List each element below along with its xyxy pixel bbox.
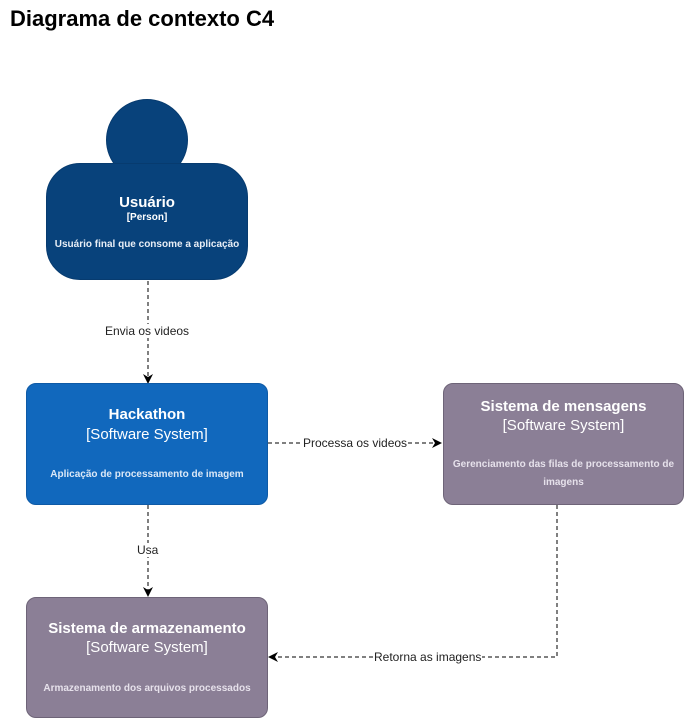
node-mensagens-type: [Software System] — [502, 417, 625, 434]
node-hackathon[interactable]: Hackathon [Software System] Aplicação de… — [26, 383, 268, 505]
node-usuario[interactable]: Usuário [Person] Usuário final que conso… — [46, 163, 248, 280]
diagram-title: Diagrama de contexto C4 — [10, 6, 275, 31]
node-armazenamento-type: [Software System] — [86, 639, 208, 656]
edge-label-usa: Usa — [136, 543, 160, 557]
node-hackathon-description: Aplicação de processamento de imagem — [50, 469, 244, 480]
node-usuario-type: [Person] — [126, 212, 168, 223]
edge-mensagens-armazenamento — [268, 505, 558, 662]
node-armazenamento-name: Sistema de armazenamento — [48, 620, 246, 637]
node-armazenamento[interactable]: Sistema de armazenamento [Software Syste… — [26, 597, 268, 718]
node-mensagens[interactable]: Sistema de mensagens [Software System] G… — [443, 383, 684, 505]
node-hackathon-type: [Software System] — [86, 426, 208, 443]
edge-label-processa: Processa os videos — [302, 436, 409, 450]
node-usuario-description: Usuário final que consome a aplicação — [54, 239, 240, 250]
edge-label-envia: Envia os videos — [104, 324, 191, 338]
node-mensagens-name: Sistema de mensagens — [480, 398, 647, 415]
node-armazenamento-description: Armazenamento dos arquivos processados — [43, 683, 251, 694]
node-hackathon-name: Hackathon — [108, 406, 186, 423]
node-usuario-name: Usuário — [119, 194, 175, 211]
edge-label-retorna: Retorna as imagens — [373, 650, 483, 664]
node-mensagens-description: Gerenciamento das filas de processamento… — [452, 459, 675, 488]
